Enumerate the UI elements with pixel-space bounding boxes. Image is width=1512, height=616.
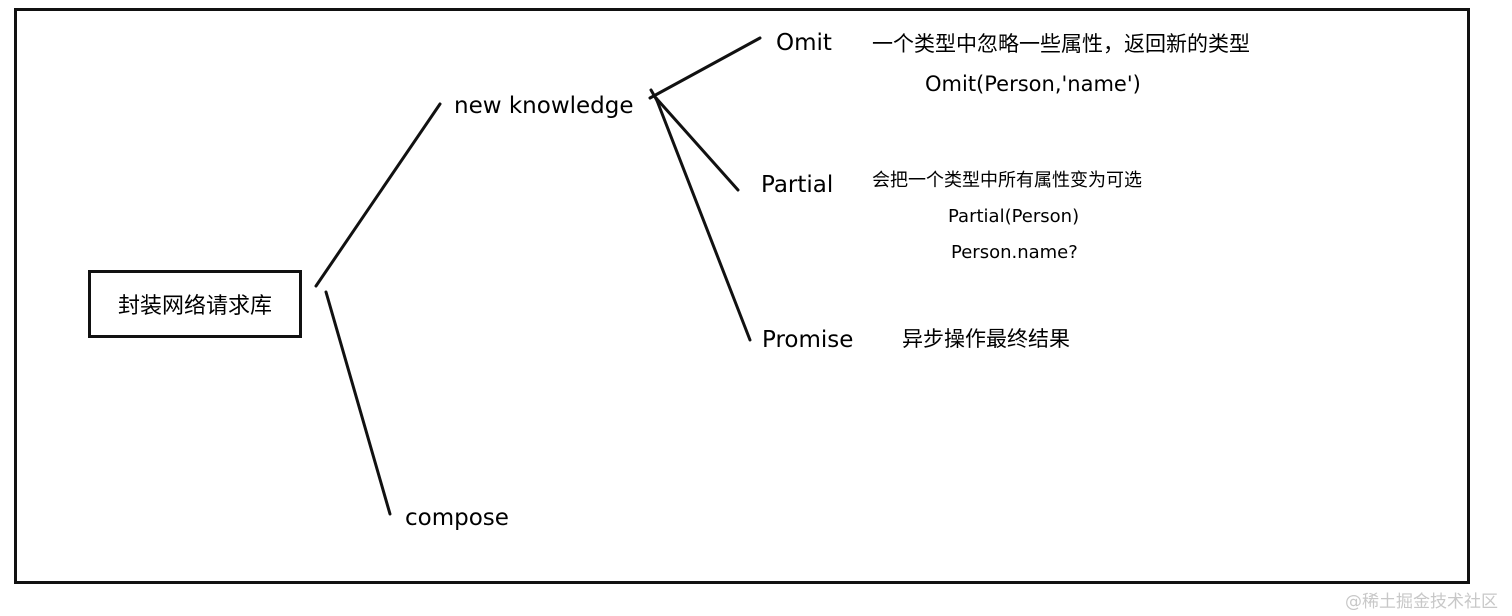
leaf-partial: Partial — [761, 172, 834, 198]
root-node: 封装网络请求库 — [88, 270, 302, 338]
leaf-omit-example: Omit(Person,'name') — [925, 72, 1141, 96]
line-new-knowledge-to-omit — [648, 36, 762, 100]
root-node-label: 封装网络请求库 — [117, 294, 272, 319]
line-new-knowledge-to-partial — [654, 96, 740, 192]
watermark: @稀土掘金技术社区 — [1345, 592, 1498, 612]
diagram-frame — [14, 8, 1470, 584]
leaf-partial-example-1: Partial(Person) — [948, 206, 1080, 227]
leaf-omit: Omit — [776, 30, 832, 56]
branch-compose: compose — [405, 505, 509, 531]
leaf-promise-description: 异步操作最终结果 — [902, 327, 1070, 351]
branch-new-knowledge: new knowledge — [454, 93, 634, 119]
line-root-to-compose — [324, 290, 392, 516]
leaf-partial-description: 会把一个类型中所有属性变为可选 — [872, 170, 1142, 191]
line-root-to-new-knowledge — [314, 102, 442, 288]
leaf-partial-example-2: Person.name? — [951, 242, 1078, 263]
leaf-omit-description: 一个类型中忽略一些属性，返回新的类型 — [872, 32, 1250, 56]
leaf-promise: Promise — [762, 327, 854, 353]
line-new-knowledge-to-promise — [654, 96, 752, 342]
